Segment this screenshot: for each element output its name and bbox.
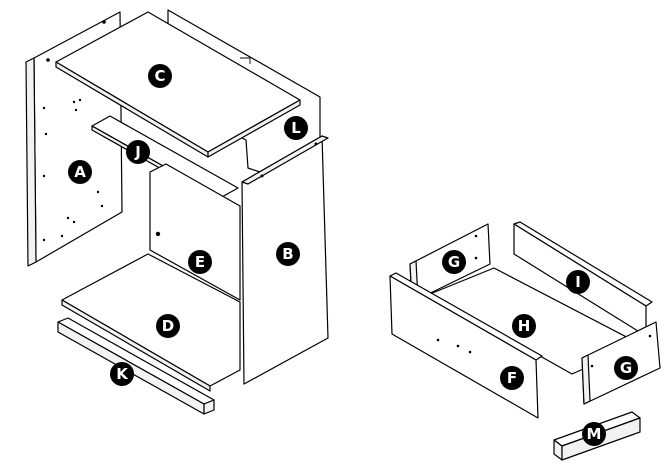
- badge-A: A: [68, 160, 92, 184]
- badge-D: D: [156, 314, 180, 338]
- badge-H: H: [512, 314, 536, 338]
- badge-M: M: [582, 422, 606, 446]
- svg-text:G: G: [620, 359, 632, 377]
- svg-text:B: B: [282, 245, 293, 263]
- badge-F: F: [500, 366, 524, 390]
- svg-text:L: L: [291, 119, 301, 137]
- svg-text:I: I: [575, 273, 581, 291]
- badge-I: I: [566, 270, 590, 294]
- svg-text:J: J: [134, 143, 141, 161]
- svg-text:K: K: [116, 365, 129, 383]
- inner-divider-E: [149, 163, 241, 301]
- badge-K: K: [110, 362, 134, 386]
- badge-L: L: [284, 116, 308, 140]
- svg-text:G: G: [448, 253, 460, 271]
- svg-text:E: E: [195, 253, 205, 271]
- badge-E: E: [188, 250, 212, 274]
- svg-text:H: H: [518, 317, 531, 335]
- badge-C: C: [148, 64, 172, 88]
- badge-G-right: G: [614, 356, 638, 380]
- svg-text:M: M: [587, 425, 602, 443]
- bottom-panel-D: [61, 253, 241, 392]
- top-panel-C: [55, 11, 301, 158]
- badge-G-left: G: [442, 250, 466, 274]
- badge-J: J: [126, 140, 150, 164]
- svg-text:C: C: [154, 67, 165, 85]
- badge-B: B: [276, 242, 300, 266]
- svg-text:D: D: [162, 317, 174, 335]
- svg-text:F: F: [507, 369, 517, 387]
- svg-text:A: A: [74, 163, 86, 181]
